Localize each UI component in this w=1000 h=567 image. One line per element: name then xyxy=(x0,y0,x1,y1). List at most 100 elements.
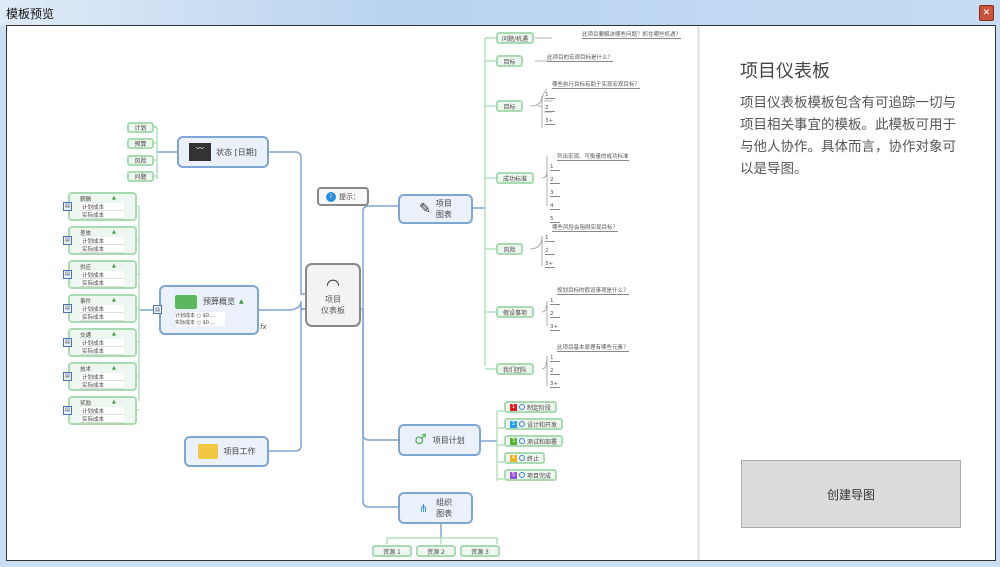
progress-circle-icon xyxy=(519,455,525,461)
topic-note: 此项目要解决哪些问题？抓住哪些机遇？ xyxy=(582,32,682,39)
create-map-button[interactable]: 创建导图 xyxy=(741,460,961,528)
progress-circle-icon xyxy=(519,472,525,478)
chart-topic[interactable]: 风险 xyxy=(496,243,523,255)
priority-3-icon: 3 xyxy=(510,437,517,445)
topic-item[interactable]: 3+ xyxy=(550,324,560,331)
topic-note: 哪些风险会阻碍实现目标？ xyxy=(552,225,619,232)
formula-icon: fx xyxy=(260,323,267,331)
topic-item[interactable]: 3 xyxy=(550,190,560,197)
chart-topic[interactable]: 问题/机遇 xyxy=(496,32,534,44)
plan-phase-label: 项目完成 xyxy=(527,472,552,480)
template-description: 项目仪表板模板包含有可追踪一切与项目相关事宜的模板。此模板可用于与他人协作。具体… xyxy=(740,95,956,177)
priority-2-icon: 2 xyxy=(510,420,517,428)
topic-item[interactable]: 1 xyxy=(550,164,560,171)
preview-frame: ◠ 项目 仪表板 i 提示： 〰 状态 [日期] 计划 预算 风险 问题 预算概… xyxy=(6,25,996,561)
expand-icon[interactable]: ▤ xyxy=(63,270,72,279)
cost-item[interactable]: ▤技术▲计划成本实际成本 xyxy=(63,362,137,391)
topic-item[interactable]: 5 xyxy=(550,216,560,223)
plan-phase[interactable]: 1 制定阶段 xyxy=(504,401,558,413)
gauge-icon: ◠ xyxy=(326,274,340,294)
chart-topic[interactable]: 成功标准 xyxy=(496,172,534,184)
hint-label: 提示： xyxy=(339,192,360,201)
topic-item[interactable]: 3+ xyxy=(545,118,555,125)
priority-5-icon: 5 xyxy=(510,471,517,479)
priority-4-icon: 4 xyxy=(510,454,517,462)
budget-topic[interactable]: 预算概览▲ 计划成本 ○ $0.... 实际成本 ○ $0.... xyxy=(159,285,259,335)
org-chart-topic[interactable]: ⋔ 组织图表 xyxy=(398,492,473,524)
chart-icon: 〰 xyxy=(189,143,212,161)
status-child[interactable]: 风险 xyxy=(127,155,154,166)
priority-1-icon: 1 xyxy=(510,403,517,411)
chart-topic[interactable]: 我们团队 xyxy=(496,363,534,375)
mindmap-canvas[interactable]: ◠ 项目 仪表板 i 提示： 〰 状态 [日期] 计划 预算 风险 问题 预算概… xyxy=(7,26,697,560)
topic-note: 列出宏观、可衡量的成功标准 xyxy=(557,154,629,161)
budget-row: 计划成本 ○ $0.... xyxy=(175,311,225,319)
org-chart-icon: ⋔ xyxy=(418,501,429,515)
central-topic[interactable]: ◠ 项目 仪表板 xyxy=(305,263,361,327)
topic-item[interactable]: 2 xyxy=(545,105,555,112)
status-child[interactable]: 计划 xyxy=(127,122,154,133)
expand-icon[interactable]: ▤ xyxy=(63,304,72,313)
topic-item[interactable]: 2 xyxy=(550,368,560,375)
chart-topic[interactable]: 目标 xyxy=(496,100,523,112)
status-label: 状态 [日期] xyxy=(216,147,257,157)
window-title: 模板预览 xyxy=(6,7,55,21)
cost-item[interactable]: ▤供应▲计划成本实际成本 xyxy=(63,260,137,289)
topic-item[interactable]: 2 xyxy=(550,311,560,318)
topic-item[interactable]: 1 xyxy=(545,235,555,242)
plan-phase[interactable]: 4 终止 xyxy=(504,452,546,464)
cost-item[interactable]: ▤差旅▲计划成本实际成本 xyxy=(63,226,137,255)
close-icon[interactable]: ✕ xyxy=(979,5,994,21)
project-charts-topic[interactable]: ✎ 项目图表 xyxy=(398,194,473,224)
arrow-icon: ♂ xyxy=(414,432,427,448)
project-work-label: 项目工作 xyxy=(223,447,256,456)
topic-item[interactable]: 3+ xyxy=(550,381,560,388)
project-plan-topic[interactable]: ♂ 项目计划 xyxy=(398,424,481,456)
cost-item[interactable]: ▤交通▲计划成本实际成本 xyxy=(63,328,137,357)
topic-item[interactable]: 3+ xyxy=(545,261,555,268)
cost-item[interactable]: ▤奖励▲计划成本实际成本 xyxy=(63,396,137,425)
expand-icon[interactable]: ▤ xyxy=(63,372,72,381)
plan-phase[interactable]: 5 项目完成 xyxy=(504,469,558,481)
topic-item[interactable]: 2 xyxy=(550,177,560,184)
chart-topic[interactable]: 假设事项 xyxy=(496,306,534,318)
progress-circle-icon xyxy=(519,421,525,427)
expand-icon[interactable]: ▤ xyxy=(63,202,72,211)
central-topic-line1: 项目 xyxy=(325,294,341,304)
info-icon: i xyxy=(326,191,336,202)
resource-node[interactable]: 资源 2 xyxy=(416,545,456,557)
progress-circle-icon xyxy=(519,404,525,410)
topic-item[interactable]: 2 xyxy=(545,248,555,255)
org-line1: 组织 xyxy=(436,498,453,507)
pen-icon: ✎ xyxy=(419,201,431,217)
topic-item[interactable]: 1 xyxy=(545,92,555,99)
status-child[interactable]: 预算 xyxy=(127,138,154,149)
status-topic[interactable]: 〰 状态 [日期] xyxy=(177,136,269,168)
description-panel: 项目仪表板 项目仪表板模板包含有可追踪一切与项目相关事宜的模板。此模板可用于与他… xyxy=(697,26,995,560)
central-topic-line2: 仪表板 xyxy=(321,305,345,315)
topic-note: 哪些执行目标有助于实现宏观目标？ xyxy=(552,82,641,89)
cost-item[interactable]: ▤事件▲计划成本实际成本 xyxy=(63,294,137,323)
charts-line2: 图表 xyxy=(435,210,452,219)
topic-item[interactable]: 4 xyxy=(550,203,560,210)
project-work-topic[interactable]: 项目工作 xyxy=(184,436,269,467)
title-bar: 模板预览 ✕ xyxy=(0,0,1000,26)
resource-node[interactable]: 资源 1 xyxy=(372,545,412,557)
topic-item[interactable]: 1 xyxy=(550,355,560,362)
plan-phase-label: 制定阶段 xyxy=(527,404,552,412)
status-child[interactable]: 问题 xyxy=(127,171,154,182)
topic-item[interactable]: 1 xyxy=(550,298,560,305)
resource-node[interactable]: 资源 3 xyxy=(460,545,500,557)
hint-callout[interactable]: i 提示： xyxy=(317,187,369,206)
expand-icon[interactable]: ▤ xyxy=(63,338,72,347)
chart-topic[interactable]: 目标 xyxy=(496,55,523,67)
plan-phase-label: 终止 xyxy=(527,455,540,463)
cost-item[interactable]: ▤薪酬▲计划成本实际成本 xyxy=(63,192,137,221)
org-line2: 图表 xyxy=(436,509,453,518)
expand-icon[interactable]: ▤ xyxy=(63,236,72,245)
budget-expand-icon[interactable]: ▤ xyxy=(153,305,162,314)
expand-icon[interactable]: ▤ xyxy=(63,406,72,415)
money-icon xyxy=(175,294,197,309)
